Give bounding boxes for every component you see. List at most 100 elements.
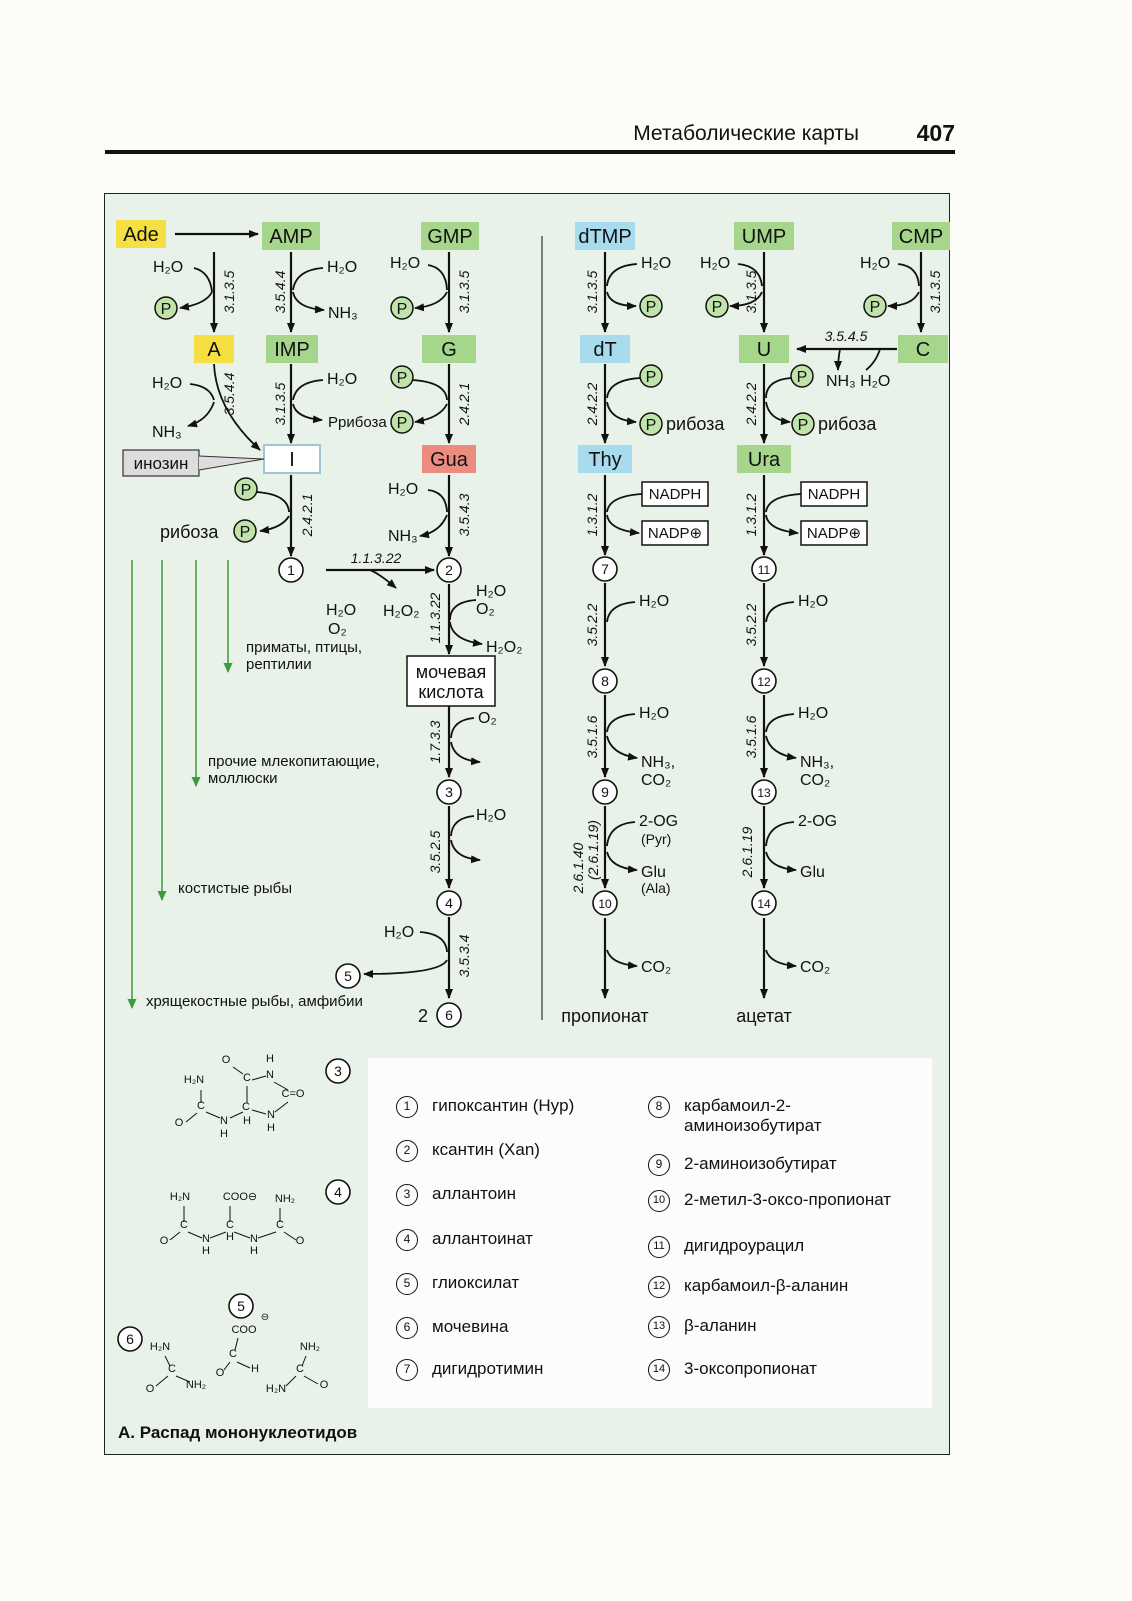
s5-minus: ⊖ xyxy=(261,1312,269,1323)
enz-uric-1733: 1.7.3.3 xyxy=(427,720,443,763)
legend-number-3: 3 xyxy=(396,1184,418,1206)
t-end-label: пропионат xyxy=(561,1006,648,1026)
t-base-box xyxy=(578,445,632,473)
struct-4-num-num: 4 xyxy=(334,1184,342,1200)
gmp-box xyxy=(421,222,479,250)
ribose-i-out xyxy=(259,515,290,534)
p-u xyxy=(790,364,814,388)
p-cmp-label: P xyxy=(870,299,881,316)
header-rule xyxy=(105,150,955,154)
enz-t-26140: 2.6.1.40 xyxy=(570,842,586,894)
dtmp-p-out xyxy=(606,291,637,310)
c-box xyxy=(898,335,948,363)
legend-label-11: дигидроурацил xyxy=(684,1236,805,1255)
p-g2-curve xyxy=(411,379,448,401)
u-base-box-label: Ura xyxy=(748,449,781,471)
species-teleost: костистые рыбы xyxy=(178,880,292,897)
h2o-2: H₂O xyxy=(476,583,506,600)
s3-h1: H xyxy=(266,1053,274,1065)
running-title: Метаболические карты xyxy=(633,122,859,145)
s3-c3: C xyxy=(242,1101,250,1113)
struct-6-num xyxy=(117,1326,143,1352)
figure-caption: А. Распад мононуклеотидов xyxy=(118,1423,358,1442)
legend-label-4: аллантоинат xyxy=(432,1229,533,1248)
legend-number-14: 14 xyxy=(648,1359,670,1381)
s3-n3: N xyxy=(267,1109,275,1121)
s3-o2: O xyxy=(175,1117,184,1129)
t-top-box xyxy=(575,222,635,250)
enz-3-3525: 3.5.2.5 xyxy=(427,830,443,873)
s3-c1: C xyxy=(243,1072,251,1084)
gua-box-label: Gua xyxy=(430,449,469,471)
ade-box xyxy=(116,220,166,248)
enz-imp-3544: 3.5.4.4 xyxy=(272,270,288,313)
uric-label-1: мочевая xyxy=(416,662,487,682)
h2o-u-s1: H₂O xyxy=(798,593,828,610)
struct-5-num-num: 5 xyxy=(237,1298,245,1314)
i-box xyxy=(263,444,321,474)
legend-number-13: 13 xyxy=(648,1316,670,1338)
glu-t: Glu xyxy=(641,864,666,881)
s5-coo: COO xyxy=(231,1324,257,1336)
t-s3-out xyxy=(606,851,638,874)
cpd-2-num: 2 xyxy=(445,562,453,578)
s4-n1: N xyxy=(202,1233,210,1245)
s3-b3 xyxy=(229,1111,244,1119)
species-primates-1: приматы, птицы, xyxy=(246,639,362,656)
p-i xyxy=(234,477,258,501)
species-chondrostei: хрящекостные рыбы, амфибии xyxy=(146,993,363,1010)
cmp-p-out xyxy=(887,291,920,310)
u-top-box-label: UMP xyxy=(742,226,786,248)
s3-n1: N xyxy=(266,1069,274,1081)
legend-label-10: 2-метил-3-оксо-пропионат xyxy=(684,1190,892,1209)
s6-b1 xyxy=(164,1355,171,1367)
co2-u-s2: CO₂ xyxy=(800,772,830,789)
p-u-label: P xyxy=(797,369,808,386)
cpd-4-num: 4 xyxy=(445,895,453,911)
p-dt-ribose-label: P xyxy=(646,417,657,434)
h2o-g-curve xyxy=(427,264,448,291)
cpd-5-num: 5 xyxy=(344,968,352,984)
s6b-nh2: NH₂ xyxy=(300,1341,320,1353)
a-box-label: A xyxy=(207,339,221,361)
u-mid-box-label: U xyxy=(757,339,771,361)
p-g2 xyxy=(390,365,414,389)
s6b-o: O xyxy=(320,1379,329,1391)
p-cmp xyxy=(863,294,887,318)
h2o2-2-out xyxy=(449,621,483,647)
cpd-6-num: 6 xyxy=(445,1007,453,1023)
t-nadph-label: NADPH xyxy=(649,486,702,503)
legend-label-13: β-аланин xyxy=(684,1316,757,1335)
two-urea: 2 xyxy=(418,1006,428,1026)
cpd-4 xyxy=(436,890,462,916)
u-s4-out xyxy=(765,949,797,970)
enz-g-3135: 3.1.3.5 xyxy=(456,270,472,313)
legend-number-5: 5 xyxy=(396,1273,418,1295)
p-dt-label: P xyxy=(646,369,657,386)
enz-g-2421: 2.4.2.1 xyxy=(456,383,472,427)
t-nadph-curve xyxy=(606,493,643,513)
p-pribose-label: P xyxy=(397,415,408,432)
c-box-label: C xyxy=(916,339,930,361)
s3-b9 xyxy=(232,1066,244,1075)
t-nadp xyxy=(641,520,709,546)
s4-h1: H xyxy=(202,1245,210,1257)
enz-i-2421: 2.4.2.1 xyxy=(299,494,315,538)
s4-o2: O xyxy=(296,1235,305,1247)
s3-b10 xyxy=(185,1112,198,1123)
h2o2-12: H₂O₂ xyxy=(383,603,419,620)
nh3h2o-u: NH₃ H₂O xyxy=(826,373,890,390)
s3-h2: H xyxy=(220,1128,228,1140)
co2-t-s2: CO₂ xyxy=(641,772,671,789)
gua-box xyxy=(422,445,476,473)
cmp-box xyxy=(892,222,950,250)
cpd-14 xyxy=(751,890,777,916)
ade-box-label: Ade xyxy=(123,224,159,246)
legend-label-9: 2-аминоизобутират xyxy=(684,1154,837,1173)
u-nadp-label: NADP⊕ xyxy=(807,525,861,542)
legend-number-7: 7 xyxy=(396,1359,418,1381)
s4-nh2: NH₂ xyxy=(275,1193,295,1205)
s5-h: H xyxy=(251,1363,259,1375)
